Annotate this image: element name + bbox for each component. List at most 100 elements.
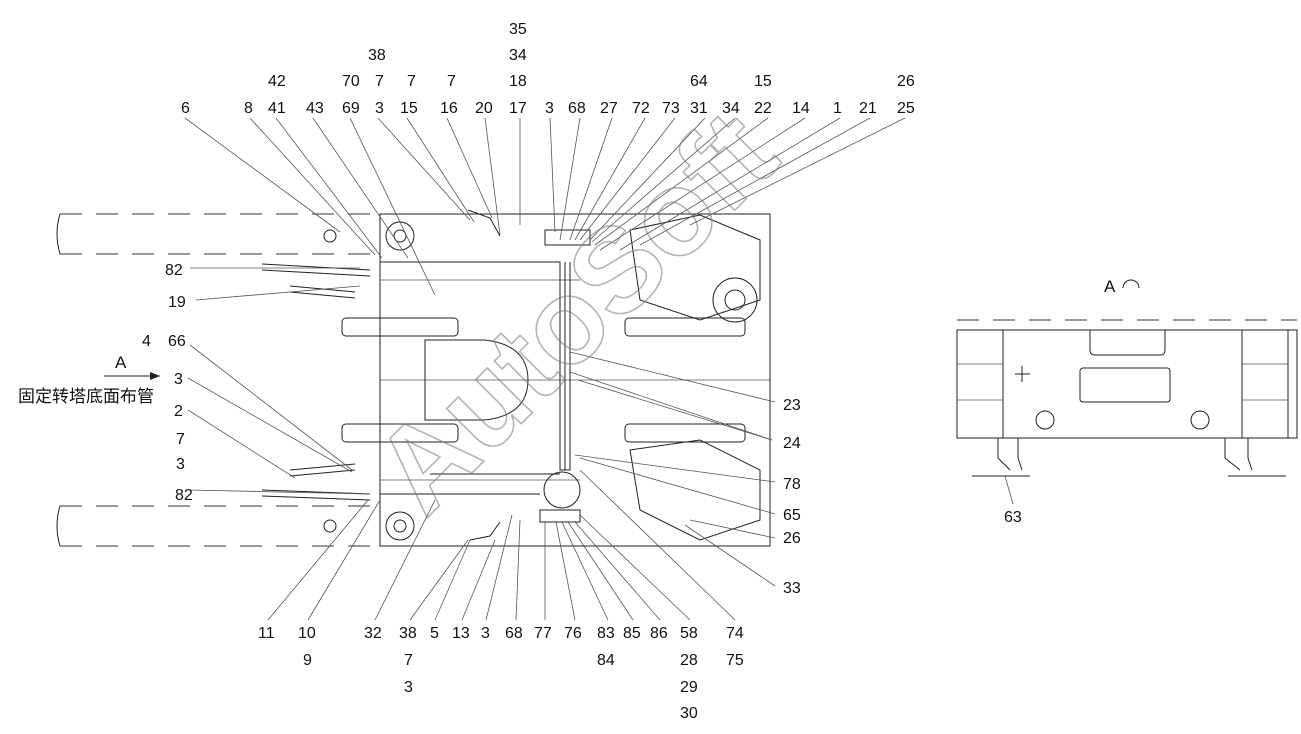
callout-2: 2 — [174, 403, 183, 420]
callout-24: 24 — [783, 435, 801, 452]
callout-68b: 68 — [505, 625, 523, 642]
callout-65: 65 — [783, 507, 801, 524]
view-a-center-mark — [1015, 366, 1030, 382]
view-a-left-block — [956, 329, 1004, 439]
view-a-notch — [1089, 330, 1166, 356]
callout-77: 77 — [534, 625, 552, 642]
callout-58: 58 — [680, 625, 698, 642]
callout-15b: 15 — [754, 73, 772, 90]
view-a-left-port — [1035, 410, 1055, 430]
callout-7e: 7 — [404, 652, 413, 669]
watermark: AutoSoft — [348, 85, 802, 539]
callout-28: 28 — [680, 652, 698, 669]
upper-right-bracket — [629, 214, 761, 321]
callout-layer: 35 34 38 18 42 70 7 7 7 64 15 26 6 8 41 … — [18, 21, 1116, 722]
callout-41: 41 — [268, 100, 286, 117]
callout-72: 72 — [632, 100, 650, 117]
lower-roller — [385, 511, 415, 541]
callout-23: 23 — [783, 397, 801, 414]
callout-26b: 26 — [783, 530, 801, 547]
main-plan-view — [56, 117, 906, 621]
lower-roller-hub — [393, 519, 407, 533]
callout-64: 64 — [690, 73, 708, 90]
lower-hose-run — [380, 473, 560, 495]
callout-26: 26 — [897, 73, 915, 90]
callout-3d: 3 — [176, 456, 185, 473]
caption-chinese: 固定转塔底面布管 — [18, 387, 154, 406]
lower-cross-member — [341, 423, 459, 443]
callout-18: 18 — [509, 73, 527, 90]
callout-70: 70 — [342, 73, 360, 90]
callout-3e: 3 — [481, 625, 490, 642]
upper-cylinder-b — [289, 285, 356, 299]
callout-20: 20 — [475, 100, 493, 117]
callout-83: 83 — [597, 625, 615, 642]
view-a-body — [956, 329, 1298, 439]
callout-13: 13 — [452, 625, 470, 642]
callout-4: 4 — [142, 333, 151, 350]
callout-3a: 3 — [375, 100, 384, 117]
lower-manifold — [539, 509, 581, 523]
callout-27: 27 — [600, 100, 618, 117]
callout-6: 6 — [181, 100, 190, 117]
callout-34b: 34 — [722, 100, 740, 117]
callout-69: 69 — [342, 100, 360, 117]
lower-right-member — [624, 423, 746, 443]
callout-73: 73 — [662, 100, 680, 117]
callout-29: 29 — [680, 679, 698, 696]
callout-34: 34 — [509, 47, 527, 64]
view-a-title: A — [1104, 277, 1116, 296]
callout-7b: 7 — [407, 73, 416, 90]
lower-rail-break — [56, 505, 61, 547]
callout-42: 42 — [268, 73, 286, 90]
callout-82b: 82 — [175, 487, 193, 504]
callout-35: 35 — [509, 21, 527, 38]
lower-cylinder-b — [289, 463, 356, 477]
lower-right-bracket — [629, 439, 761, 541]
upper-cross-member — [341, 317, 459, 337]
callout-38: 38 — [368, 47, 386, 64]
view-a-leader — [1004, 475, 1014, 505]
view-a-right-block — [1241, 329, 1289, 439]
callout-16: 16 — [440, 100, 458, 117]
callout-1: 1 — [833, 100, 842, 117]
view-a-inset — [956, 279, 1298, 505]
turret-base-plate — [379, 213, 771, 547]
callout-3f: 3 — [404, 679, 413, 696]
view-a-right-fitting — [1224, 438, 1253, 471]
callout-10: 10 — [298, 625, 316, 642]
callout-82a: 82 — [165, 262, 183, 279]
view-a-symbol — [1122, 279, 1140, 289]
callout-8: 8 — [244, 100, 253, 117]
callout-43: 43 — [306, 100, 324, 117]
callout-19: 19 — [168, 294, 186, 311]
pivot-ring — [712, 277, 758, 323]
callout-75: 75 — [726, 652, 744, 669]
callout-15a: 15 — [400, 100, 418, 117]
pivot-hub — [724, 289, 746, 311]
callout-9: 9 — [303, 652, 312, 669]
callout-3b: 3 — [545, 100, 554, 117]
callout-31: 31 — [690, 100, 708, 117]
lower-cylinder — [261, 489, 371, 501]
callout-66: 66 — [168, 333, 186, 350]
callout-7d: 7 — [176, 431, 185, 448]
callout-21: 21 — [859, 100, 877, 117]
callout-63: 63 — [1004, 509, 1022, 526]
callout-3c: 3 — [174, 371, 183, 388]
callout-68a: 68 — [568, 100, 586, 117]
callout-76: 76 — [564, 625, 582, 642]
main-hose-run — [380, 261, 571, 471]
upper-cylinder — [261, 263, 371, 277]
upper-manifold — [544, 229, 591, 246]
upper-right-member — [624, 317, 746, 337]
callout-84: 84 — [597, 652, 615, 669]
callout-7a: 7 — [375, 73, 384, 90]
upper-rail-break — [56, 213, 61, 255]
callout-14: 14 — [792, 100, 810, 117]
callout-32: 32 — [364, 625, 382, 642]
leader-lines — [184, 117, 906, 621]
callout-17: 17 — [509, 100, 527, 117]
callout-33: 33 — [783, 580, 801, 597]
